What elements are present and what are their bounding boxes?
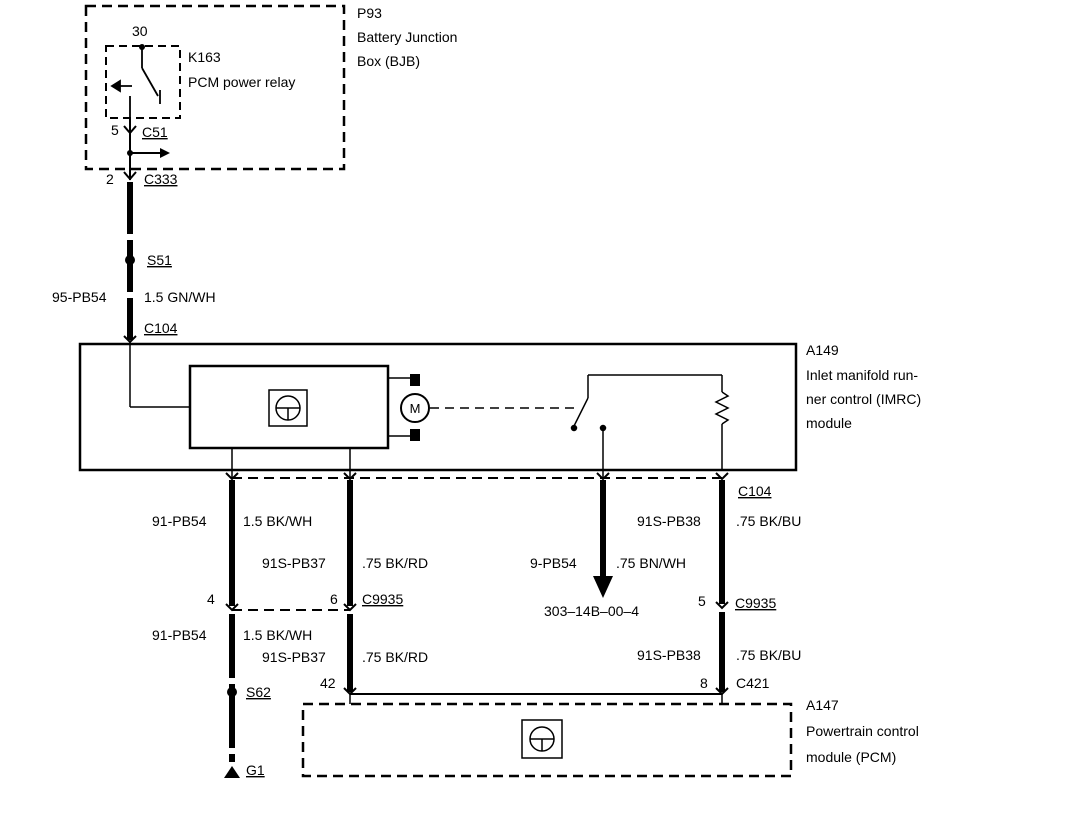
c9935-chevron-2-icon [343, 603, 357, 612]
pin-42: 42 [320, 675, 336, 691]
ground-icon [224, 766, 240, 778]
relay-switch-icon [110, 47, 161, 118]
imrc-label-line3: module [806, 415, 852, 431]
connector-c9935-b: C9935 [735, 595, 776, 611]
bjb-box [84, 4, 346, 171]
splice-s62: S62 [246, 684, 271, 700]
splice-s51: S51 [147, 252, 172, 268]
wire-color-gn-wh: 1.5 GN/WH [144, 289, 216, 305]
c9935-chevron-3-icon [715, 601, 729, 610]
wire-color-bk-wh-a: 1.5 BK/WH [243, 513, 312, 529]
motor-icon: M [388, 374, 430, 441]
circuit-91s-pb38-b: 91S-PB38 [637, 647, 701, 663]
wire-color-bk-bu-a: .75 BK/BU [736, 513, 801, 529]
bjb-id: P93 [357, 5, 382, 21]
wire-color-bk-rd-a: .75 BK/RD [362, 555, 428, 571]
imrc-module-box [78, 342, 798, 472]
bjb-label-line2: Box (BJB) [357, 53, 420, 69]
module-symbol-icon [268, 389, 308, 427]
connector-c104-bottom: C104 [738, 483, 772, 499]
pcm-label-line2: module (PCM) [806, 749, 896, 765]
pin-2-c333: 2 [106, 171, 114, 187]
wire-color-bn-wh: .75 BN/WH [616, 555, 686, 571]
connector-c333-icon [123, 171, 137, 181]
c104-chevron-2-icon [343, 472, 357, 481]
wire-color-bk-wh-b: 1.5 BK/WH [243, 627, 312, 643]
wire-color-bk-bu-b: .75 BK/BU [736, 647, 801, 663]
circuit-95-pb54: 95-PB54 [52, 289, 107, 305]
relay-name: PCM power relay [188, 74, 295, 90]
imrc-control-unit [188, 364, 390, 450]
motor-label: M [410, 401, 421, 416]
pin-4: 4 [207, 591, 215, 607]
connector-c51-icon [123, 125, 137, 135]
pcm-id: A147 [806, 697, 839, 713]
circuit-91s-pb37-a: 91S-PB37 [262, 555, 326, 571]
reference-303-14b-00-4: 303–14B–00–4 [544, 603, 639, 619]
ground-g1: G1 [246, 762, 265, 778]
connector-c51: C51 [142, 124, 168, 140]
position-switch-icon [570, 374, 722, 432]
connector-c421: C421 [736, 675, 770, 691]
pin-8: 8 [700, 675, 708, 691]
pin-5-c51: 5 [111, 122, 119, 138]
c51-branch-arrow-icon [160, 148, 170, 158]
c104-chevron-1-icon [225, 472, 239, 481]
connector-c9935-a: C9935 [362, 591, 403, 607]
pin-5-c9935: 5 [698, 593, 706, 609]
relay-box [105, 45, 181, 119]
splice-s51-dot [125, 255, 135, 265]
circuit-9-pb54: 9-PB54 [530, 555, 577, 571]
imrc-label-line2: ner control (IMRC) [806, 391, 921, 407]
pcm-module-symbol-icon [521, 719, 563, 759]
circuit-91-pb54-b: 91-PB54 [152, 627, 207, 643]
c104-chevron-4-icon [715, 472, 729, 481]
relay-pin-30: 30 [132, 23, 148, 39]
wire-col3-arrow-icon [593, 576, 613, 598]
bjb-label-line1: Battery Junction [357, 29, 457, 45]
pcm-module-box [301, 702, 793, 778]
pcm-label-line1: Powertrain control [806, 723, 919, 739]
circuit-91s-pb37-b: 91S-PB37 [262, 649, 326, 665]
splice-s62-dot [227, 687, 237, 697]
relay-id: K163 [188, 49, 221, 65]
connector-c333: C333 [144, 171, 178, 187]
c104-chevron-3-icon [596, 472, 610, 481]
wire-color-bk-rd-b: .75 BK/RD [362, 649, 428, 665]
pin-6: 6 [330, 591, 338, 607]
imrc-id: A149 [806, 342, 839, 358]
circuit-91s-pb38-a: 91S-PB38 [637, 513, 701, 529]
connector-c104-top: C104 [144, 320, 178, 336]
c9935-chevron-1-icon [225, 603, 239, 612]
circuit-91-pb54-a: 91-PB54 [152, 513, 207, 529]
imrc-label-line1: Inlet manifold run- [806, 367, 918, 383]
resistor-icon [714, 375, 730, 470]
